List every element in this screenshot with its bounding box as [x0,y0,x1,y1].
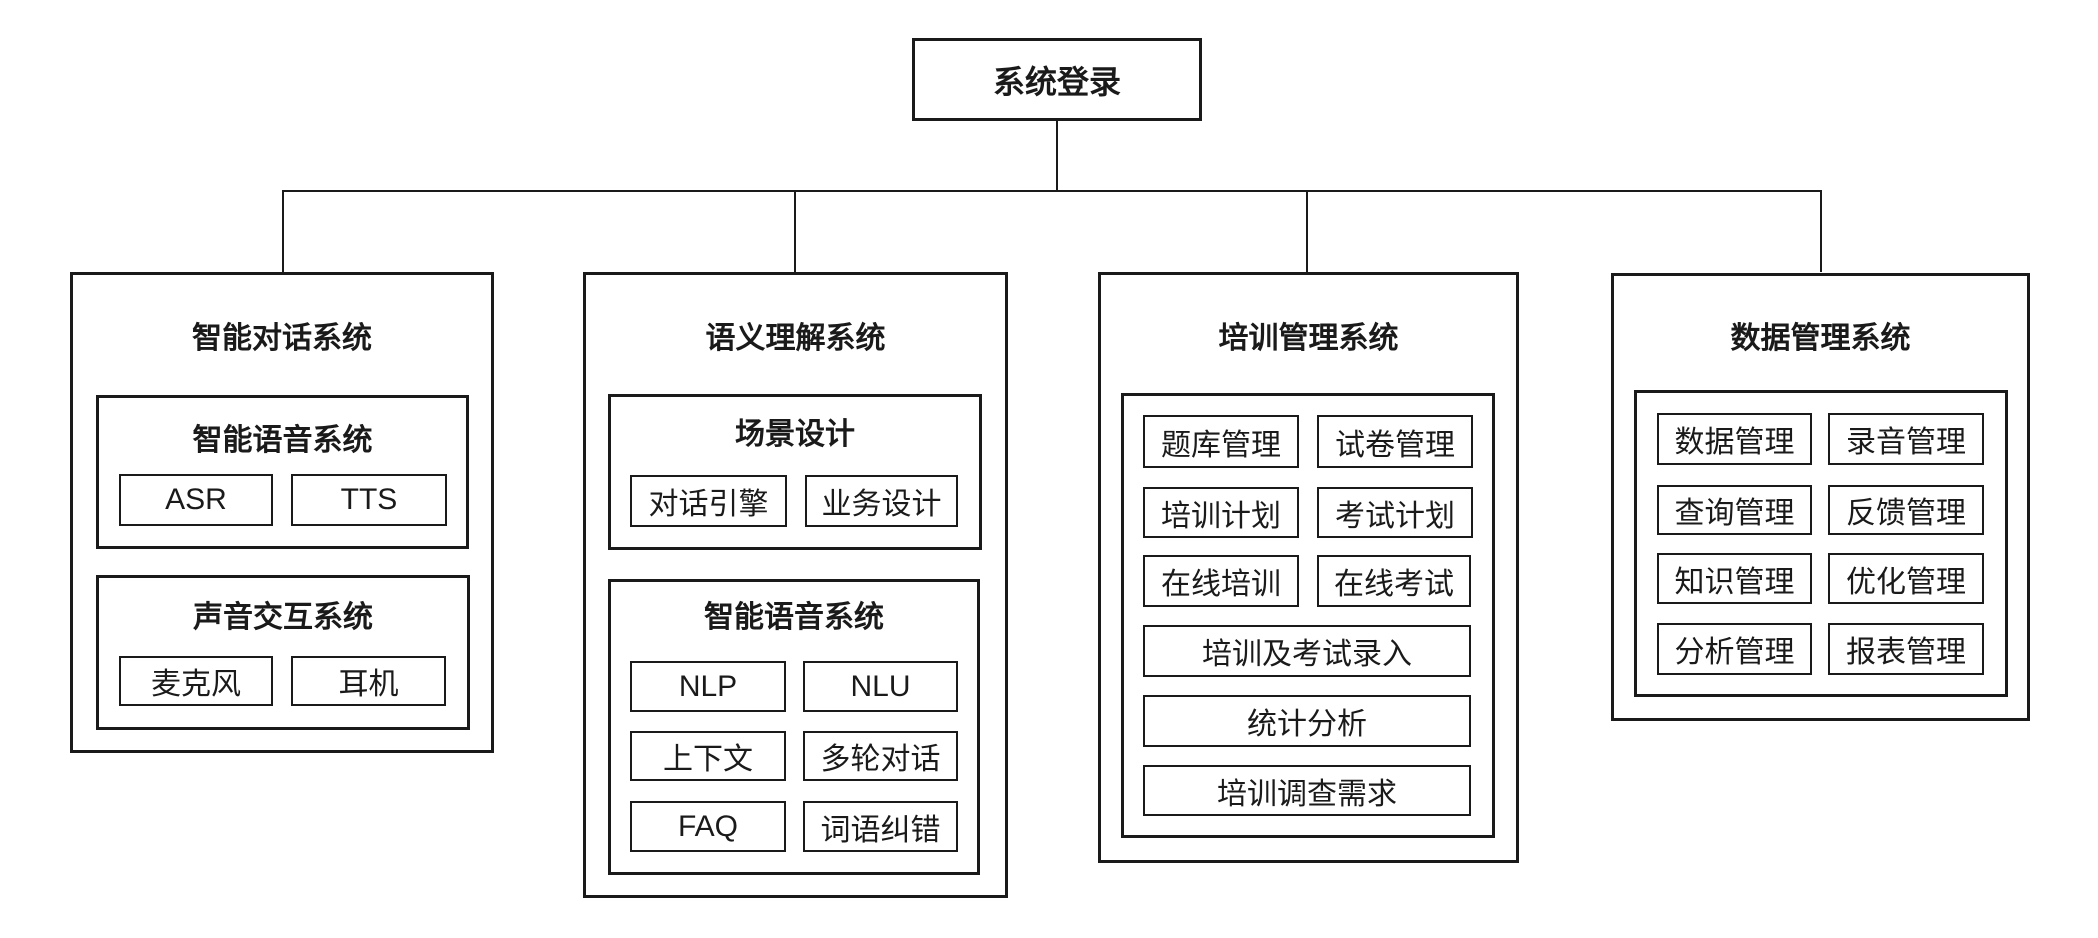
branch-title-training-management-system: 培训管理系统 [1218,322,1399,355]
connector-drop-branch-4 [1820,190,1822,272]
leaf-tts: TTS [291,474,447,526]
group-title-intelligent-voice-system-2: 智能语音系统 [704,601,884,634]
leaf-nlp: NLP [630,661,786,712]
leaf-exam-paper-mgmt: 试卷管理 [1317,415,1473,468]
leaf-multi-turn-dialogue: 多轮对话 [803,731,958,781]
leaf-nlu: NLU [803,661,958,712]
leaf-training-survey-demand: 培训调查需求 [1143,765,1471,816]
group-title-scene-design: 场景设计 [735,418,855,451]
connector-drop-branch-1 [282,190,284,272]
leaf-data-mgmt: 数据管理 [1657,413,1812,465]
leaf-recording-mgmt: 录音管理 [1828,413,1984,465]
leaf-knowledge-mgmt: 知识管理 [1657,553,1812,604]
leaf-training-plan: 培训计划 [1143,487,1299,538]
leaf-word-correction: 词语纠错 [803,801,958,852]
leaf-asr: ASR [119,474,273,526]
connector-drop-branch-3 [1306,190,1308,272]
leaf-headset: 耳机 [291,656,446,706]
connector-root-stub [1056,121,1058,190]
leaf-optimization-mgmt: 优化管理 [1828,553,1984,604]
leaf-statistical-analysis: 统计分析 [1143,695,1471,747]
connector-drop-branch-2 [794,190,796,272]
leaf-query-mgmt: 查询管理 [1657,485,1812,535]
leaf-online-exam: 在线考试 [1317,555,1471,607]
leaf-dialogue-engine: 对话引擎 [630,475,787,527]
branch-title-data-management-system: 数据管理系统 [1730,322,1911,355]
leaf-context: 上下文 [630,731,786,781]
leaf-feedback-mgmt: 反馈管理 [1828,485,1984,535]
branch-title-intelligent-dialogue-system: 智能对话系统 [192,322,372,355]
leaf-report-mgmt: 报表管理 [1828,623,1984,675]
leaf-analysis-mgmt: 分析管理 [1657,623,1812,675]
group-title-intelligent-voice-system: 智能语音系统 [192,424,373,457]
node-system-login-label: 系统登录 [992,63,1121,100]
leaf-question-bank-mgmt: 题库管理 [1143,415,1299,468]
leaf-exam-plan: 考试计划 [1317,487,1473,538]
branch-title-semantic-understanding-system: 语义理解系统 [705,322,886,355]
leaf-microphone: 麦克风 [119,656,273,706]
leaf-training-exam-entry: 培训及考试录入 [1143,625,1471,677]
leaf-business-design: 业务设计 [805,475,958,527]
connector-bus [282,190,1822,192]
group-title-voice-interaction-system: 声音交互系统 [193,601,373,634]
leaf-faq: FAQ [630,801,786,852]
leaf-online-training: 在线培训 [1143,555,1299,607]
node-system-login: 系统登录 [912,38,1202,121]
